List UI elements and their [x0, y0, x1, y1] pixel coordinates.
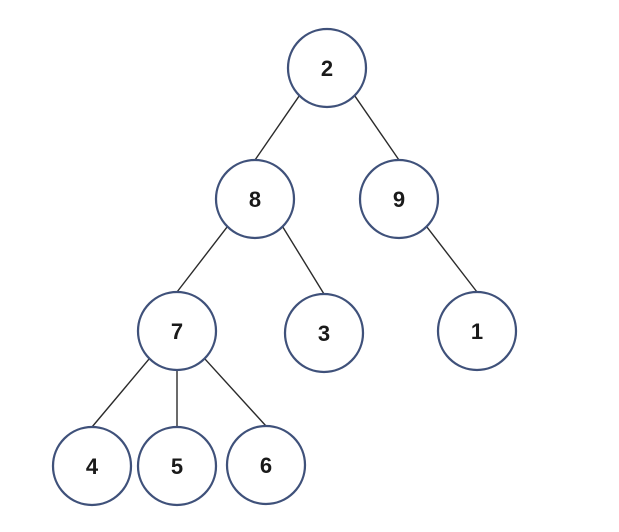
tree-node-8: 8 [214, 158, 296, 240]
tree-node-circle-8 [214, 158, 296, 240]
tree-edge-7-4 [91, 358, 150, 428]
tree-node-circle-3 [283, 292, 365, 374]
tree-node-circle-5 [136, 425, 218, 507]
tree-node-4: 4 [51, 425, 133, 507]
tree-node-3: 3 [283, 292, 365, 374]
tree-edge-9-1 [426, 226, 478, 293]
tree-node-circle-4 [51, 425, 133, 507]
tree-node-label-2: 2 [321, 56, 333, 81]
tree-node-label-5: 5 [171, 454, 183, 479]
tree-node-label-3: 3 [318, 321, 330, 346]
tree-node-circle-9 [358, 158, 440, 240]
tree-node-7: 7 [136, 290, 218, 372]
tree-node-label-8: 8 [249, 187, 261, 212]
tree-node-9: 9 [358, 158, 440, 240]
tree-edge-8-3 [281, 226, 325, 295]
tree-node-label-9: 9 [393, 187, 405, 212]
tree-node-label-4: 4 [86, 454, 99, 479]
tree-node-6: 6 [225, 424, 307, 506]
tree-edge-8-7 [176, 226, 228, 293]
tree-node-2: 2 [286, 27, 368, 109]
tree-node-label-7: 7 [171, 319, 183, 344]
tree-node-circle-7 [136, 290, 218, 372]
tree-node-5: 5 [136, 425, 218, 507]
tree-node-circle-6 [225, 424, 307, 506]
tree-node-circle-2 [286, 27, 368, 109]
tree-edge-7-6 [204, 358, 267, 427]
tree-edge-2-9 [354, 95, 400, 161]
tree-node-label-1: 1 [471, 319, 483, 344]
tree-edge-2-8 [254, 95, 300, 161]
tree-node-label-6: 6 [260, 453, 272, 478]
tree-node-1: 1 [436, 290, 518, 372]
tree-node-circle-1 [436, 290, 518, 372]
